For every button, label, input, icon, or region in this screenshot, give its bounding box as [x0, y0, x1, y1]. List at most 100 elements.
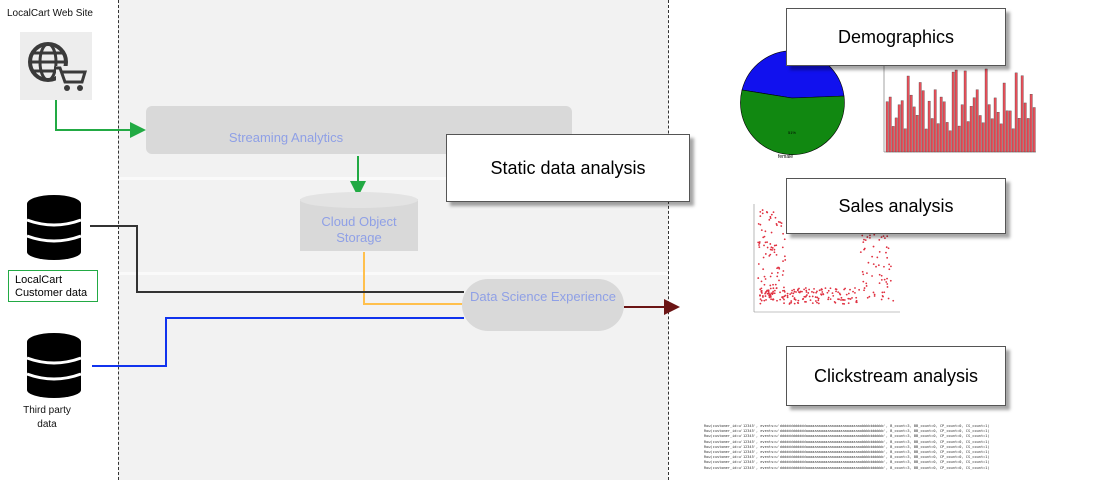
scatter-point: [781, 296, 784, 298]
scatter-point: [859, 251, 862, 254]
scatter-point: [816, 296, 819, 299]
right-divider: [668, 0, 669, 480]
scatter-point: [782, 260, 784, 263]
bar-mark: [954, 69, 958, 153]
scatter-point: [849, 288, 851, 291]
scatter-point: [759, 288, 762, 291]
scatter-point: [872, 245, 875, 248]
scatter-point: [763, 299, 766, 302]
scatter-point: [826, 291, 829, 294]
scatter-point: [871, 255, 874, 258]
scatter-point: [878, 250, 881, 253]
scatter-point: [779, 298, 782, 301]
scatter-point: [888, 268, 891, 271]
scatter-point: [801, 298, 804, 301]
bar-mark: [939, 96, 943, 153]
scatter-point: [851, 297, 853, 299]
pie-chart-thumbnail: 51% female: [740, 50, 845, 160]
scatter-point: [764, 230, 767, 233]
scatter-point: [760, 280, 763, 283]
bar-mark: [987, 104, 991, 153]
cloud-storage-label: Cloud Object Storage: [321, 214, 397, 245]
scatter-point: [866, 296, 869, 299]
scatter-point: [873, 233, 876, 236]
scatter-point: [866, 272, 868, 275]
database-icon: [24, 194, 84, 265]
bar-mark: [1029, 94, 1033, 153]
scatter-point: [880, 298, 883, 301]
scatter-point: [779, 221, 782, 224]
log-line: Row(customer_id=u'12345', events=u'ddddd…: [704, 424, 990, 428]
scatter-point: [861, 234, 864, 237]
scatter-point: [768, 218, 771, 221]
bar-mark: [1032, 107, 1036, 153]
scatter-point: [783, 289, 786, 292]
scatter-point: [764, 278, 767, 280]
scatter-point: [771, 247, 774, 249]
scatter-point: [769, 243, 772, 245]
scatter-point: [809, 299, 812, 302]
scatter-point: [773, 251, 776, 254]
scatter-point: [772, 292, 774, 295]
band-divider: [118, 177, 668, 180]
log-line: Row(customer_id=u'12345', events=u'ddddd…: [704, 450, 990, 455]
scatter-point: [764, 295, 767, 297]
scatter-point: [847, 297, 850, 300]
bar-mark: [957, 125, 961, 153]
scatter-point: [783, 298, 785, 301]
scatter-point: [762, 236, 765, 239]
bar-mark: [930, 118, 934, 153]
scatter-point: [869, 236, 871, 239]
scatter-point: [763, 283, 766, 286]
scatter-point: [847, 292, 850, 295]
scatter-point: [793, 290, 796, 293]
bar-mark: [963, 70, 967, 153]
log-line: Row(customer_id=u'12345', events=u'ddddd…: [704, 465, 990, 470]
scatter-point: [817, 297, 820, 300]
scatter-point: [886, 277, 888, 280]
bar-mark: [960, 104, 964, 153]
scatter-point: [806, 294, 808, 296]
scatter-point: [872, 263, 875, 265]
scatter-point: [840, 296, 843, 299]
bar-mark: [969, 106, 973, 153]
scatter-point: [757, 223, 760, 225]
bar-chart-thumbnail: [883, 66, 1036, 153]
scatter-point: [835, 288, 838, 291]
scatter-point: [838, 292, 841, 295]
scatter-point: [811, 295, 814, 298]
scatter-point: [761, 209, 764, 211]
left-divider: [118, 0, 119, 480]
scatter-point: [843, 299, 846, 301]
scatter-point: [792, 292, 795, 295]
scatter-point: [766, 211, 769, 214]
scatter-point: [775, 244, 778, 247]
bar-mark: [909, 94, 913, 153]
bar-mark: [924, 128, 928, 153]
scatter-point: [863, 289, 865, 292]
scatter-point: [883, 291, 886, 294]
globe-cart-icon: [20, 32, 92, 100]
bar-mark: [978, 115, 982, 153]
scatter-point: [880, 278, 883, 281]
scatter-point: [769, 248, 772, 251]
scatter-point: [873, 293, 876, 296]
log-line: Row(customer_id=u'12345', events=u'ddddd…: [704, 460, 990, 465]
scatter-point: [887, 297, 890, 300]
scatter-point: [886, 235, 889, 238]
scatter-point: [795, 291, 797, 293]
customer-data-label: LocalCart Customer data: [8, 270, 98, 302]
demographics-callout: Demographics: [786, 8, 1006, 66]
bar-mark: [927, 100, 931, 153]
scatter-point: [808, 288, 811, 291]
bar-mark: [1014, 72, 1018, 153]
bar-mark: [1005, 110, 1009, 153]
scatter-point: [804, 287, 807, 289]
log-line: Row(customer_id=u'12345', events=u'ddddd…: [704, 455, 990, 460]
scatter-point: [829, 298, 832, 300]
scatter-point: [855, 299, 858, 302]
scatter-point: [759, 298, 762, 301]
scatter-point: [878, 239, 881, 241]
scatter-point: [760, 299, 763, 302]
